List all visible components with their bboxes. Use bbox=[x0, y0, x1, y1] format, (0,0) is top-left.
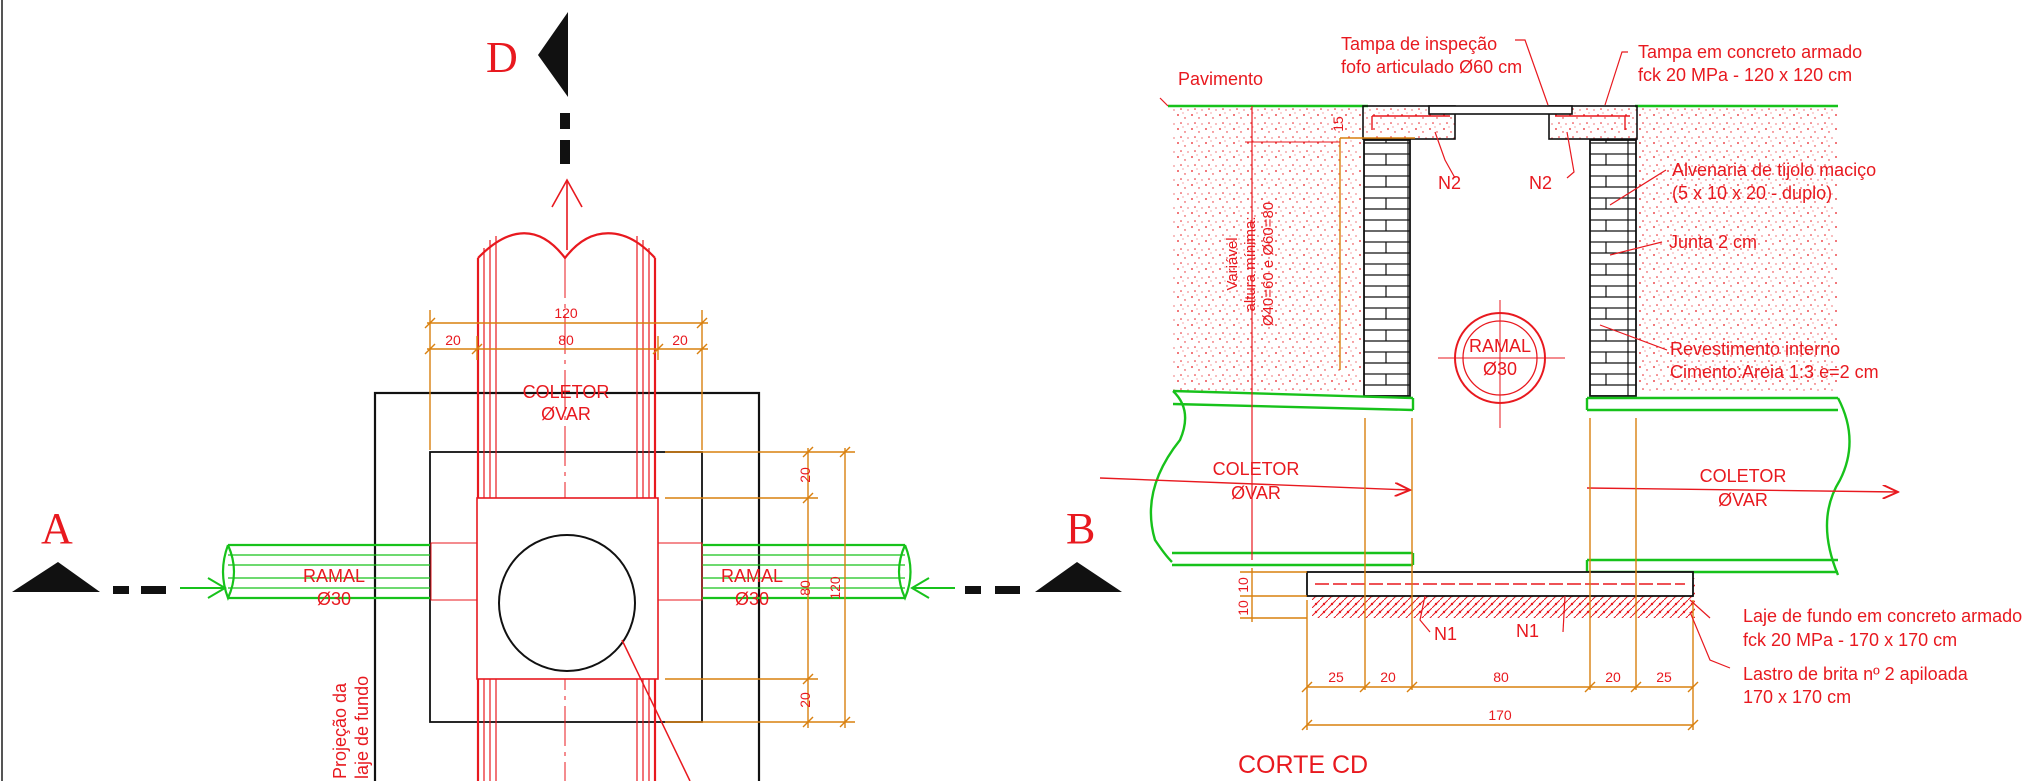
coletor-left-pipe bbox=[1149, 389, 1415, 567]
revestimento-1: Revestimento interno bbox=[1670, 339, 1840, 359]
soil-right bbox=[1637, 106, 1837, 391]
n1-left: N1 bbox=[1434, 624, 1457, 644]
dim-20-vtop: 20 bbox=[797, 467, 813, 483]
dim-25-left: 25 bbox=[1328, 669, 1344, 685]
revestimento-2: Cimento:Areia 1:3 e=2 cm bbox=[1670, 362, 1879, 382]
section-flow-arrow-right bbox=[1586, 488, 1898, 492]
flow-arrowhead-up bbox=[551, 178, 583, 208]
dim-20-right-b: 20 bbox=[1605, 669, 1621, 685]
ramal-section-diameter: Ø30 bbox=[1483, 359, 1517, 379]
section-mark-d bbox=[538, 12, 570, 164]
coletor-right-pipe bbox=[1585, 396, 1851, 576]
ramal-right-diameter: Ø30 bbox=[735, 589, 769, 609]
section-title: CORTE CD bbox=[1238, 751, 1368, 779]
dim-120-top: 120 bbox=[554, 305, 578, 321]
ramal-left-pipe bbox=[221, 543, 430, 601]
n1-right: N1 bbox=[1516, 621, 1539, 641]
ramal-left-diameter: Ø30 bbox=[317, 589, 351, 609]
section-dims bbox=[1240, 137, 1699, 731]
dim-80-top: 80 bbox=[558, 332, 574, 348]
dim-120-vtotal: 120 bbox=[827, 576, 843, 600]
section-letter-d: D bbox=[486, 33, 518, 82]
section-letter-a: A bbox=[41, 504, 73, 553]
section-mark-a bbox=[12, 562, 166, 594]
alvenaria-1: Alvenaria de tijolo maciço bbox=[1672, 160, 1876, 180]
dim-170: 170 bbox=[1488, 707, 1512, 723]
coletor-left-label: COLETOR bbox=[1213, 459, 1300, 479]
section-cd: Pavimento Tampa de inspeção fofo articul… bbox=[1099, 34, 2022, 779]
tampa-inspecao-2: fofo articulado Ø60 cm bbox=[1341, 57, 1522, 77]
coletor-left-diameter: ØVAR bbox=[1231, 483, 1281, 503]
plan-view: A B D COLETOR ØVAR RAMAL Ø30 RAMAL Ø30 P… bbox=[12, 12, 1122, 781]
altura-label-1: Variável bbox=[1224, 237, 1241, 290]
alvenaria-2: (5 x 10 x 20 - duplo) bbox=[1672, 183, 1832, 203]
dim-slab-10a: 10 bbox=[1235, 577, 1251, 593]
ramal-right-pipe bbox=[702, 543, 912, 601]
manhole-opening bbox=[498, 534, 636, 672]
section-flow-arrow-left bbox=[1099, 477, 1410, 490]
section-leaders bbox=[1419, 39, 1731, 669]
top-slab bbox=[1362, 105, 1638, 140]
n2-right: N2 bbox=[1529, 173, 1552, 193]
brick-wall-right bbox=[1589, 139, 1637, 397]
projecao-label-1: Projeção da bbox=[330, 682, 350, 779]
dim-20-vbottom: 20 bbox=[797, 692, 813, 708]
dim-20-left-b: 20 bbox=[1380, 669, 1396, 685]
ramal-left-arrowhead bbox=[207, 577, 227, 599]
ramal-right-label: RAMAL bbox=[721, 566, 783, 586]
dim-20-right: 20 bbox=[672, 332, 688, 348]
coletor-diameter: ØVAR bbox=[541, 404, 591, 424]
plan-dim-vertical bbox=[665, 446, 855, 728]
coletor-right-label: COLETOR bbox=[1700, 466, 1787, 486]
projecao-label-2: laje de fundo bbox=[352, 676, 372, 779]
ramal-section-label: RAMAL bbox=[1469, 336, 1531, 356]
dim-20-left: 20 bbox=[445, 332, 461, 348]
leader-line bbox=[621, 639, 691, 781]
altura-label-3: Ø40=60 e Ø60=80 bbox=[1260, 202, 1277, 326]
lastro-2: 170 x 170 cm bbox=[1743, 687, 1851, 707]
tampa-concreto-2: fck 20 MPa - 120 x 120 cm bbox=[1638, 65, 1852, 85]
laje-1: Laje de fundo em concreto armado bbox=[1743, 606, 2022, 626]
coletor-label: COLETOR bbox=[523, 382, 610, 402]
dim-25-right: 25 bbox=[1656, 669, 1672, 685]
lastro-1: Lastro de brita nº 2 apiloada bbox=[1743, 664, 1969, 684]
plan-dim-horizontal bbox=[424, 310, 708, 450]
dim-15: 15 bbox=[1330, 116, 1346, 132]
ramal-left-label: RAMAL bbox=[303, 566, 365, 586]
right-wall-opening bbox=[657, 542, 703, 601]
tampa-inspecao-1: Tampa de inspeção bbox=[1341, 34, 1497, 54]
pavimento-tick bbox=[1159, 97, 1169, 107]
dim-80-b: 80 bbox=[1493, 669, 1509, 685]
ramal-section-circle bbox=[1438, 300, 1565, 428]
section-mark-b bbox=[965, 562, 1122, 594]
brick-wall-left bbox=[1363, 139, 1411, 397]
ramal-right-arrowhead bbox=[910, 577, 930, 599]
tampa-concreto-1: Tampa em concreto armado bbox=[1638, 42, 1862, 62]
junta-label: Junta 2 cm bbox=[1669, 232, 1757, 252]
soil-left bbox=[1172, 106, 1362, 391]
pavimento-label: Pavimento bbox=[1178, 69, 1263, 89]
section-letter-b: B bbox=[1066, 504, 1095, 553]
n2-left: N2 bbox=[1438, 173, 1461, 193]
coletor-right-diameter: ØVAR bbox=[1718, 490, 1768, 510]
dim-slab-10b: 10 bbox=[1235, 600, 1251, 616]
left-wall-opening bbox=[430, 542, 478, 601]
laje-2: fck 20 MPa - 170 x 170 cm bbox=[1743, 630, 1957, 650]
dim-80-vmid: 80 bbox=[797, 580, 813, 596]
altura-label-2: altura mínima: bbox=[1242, 216, 1259, 311]
